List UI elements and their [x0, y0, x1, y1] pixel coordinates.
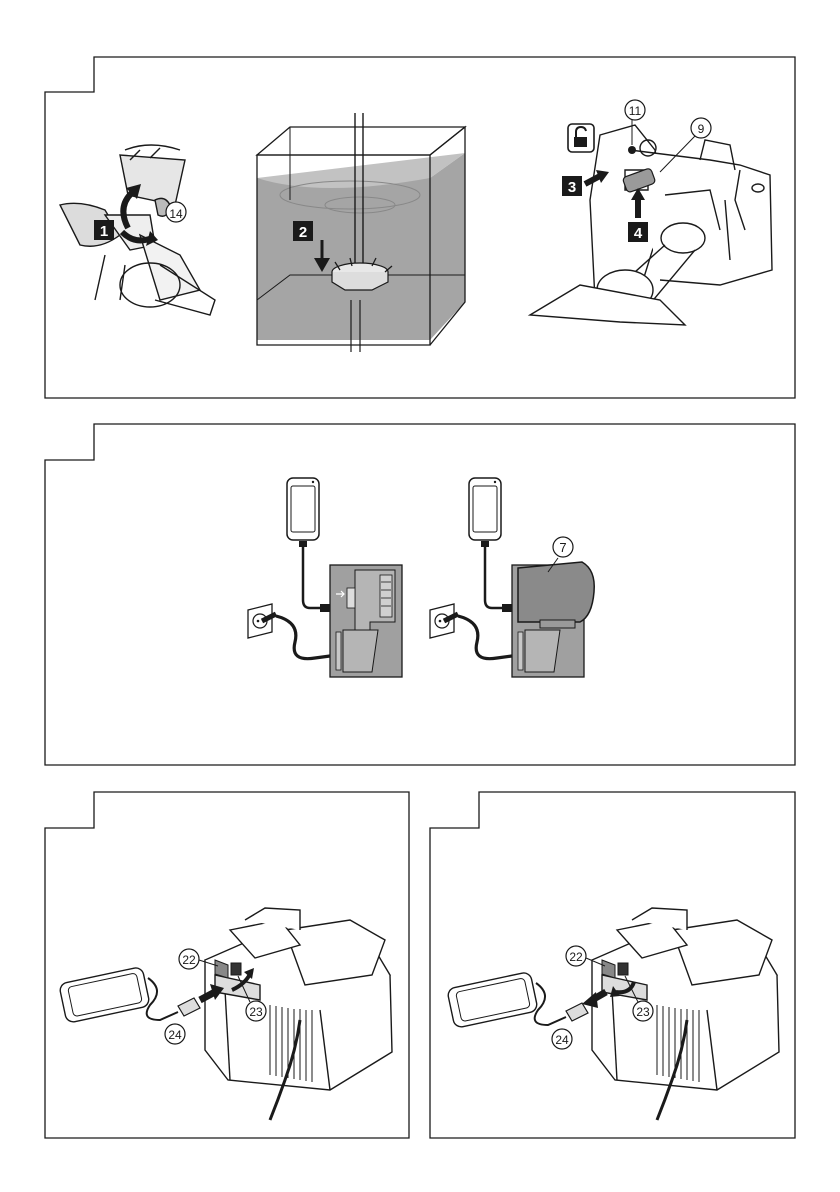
- panel-3-drawing: 22 23 24: [0, 780, 420, 1150]
- panel-2-drawing: 7: [0, 410, 840, 780]
- usb-plug-24: [178, 998, 200, 1016]
- battery-pack: [518, 562, 594, 622]
- panel-1-drawing: 1 14 2: [0, 0, 840, 410]
- figure-panel-3: 22 23 24: [0, 780, 420, 1150]
- callout-11-label: 11: [629, 104, 642, 118]
- usb-plug-24-b: [566, 1003, 588, 1021]
- smartphone-icon: [287, 478, 319, 540]
- phone-right: [469, 478, 501, 547]
- step-4-label: 4: [634, 225, 643, 242]
- panel-2-frame: [45, 424, 795, 765]
- callout-7-label: 7: [559, 540, 566, 555]
- power-cable-right: [458, 616, 512, 659]
- callout-23-label-b: 23: [636, 1005, 650, 1019]
- wall-socket-left: [248, 604, 276, 638]
- step-2-label: 2: [299, 224, 307, 241]
- mixing-bucket-illustration: [257, 113, 465, 352]
- smartphone-icon-2: [469, 478, 501, 540]
- phone-left: [287, 478, 319, 547]
- panel-4-drawing: 22 23 24: [420, 780, 840, 1150]
- figure-panel-2: 7: [0, 410, 840, 780]
- callout-14-label: 14: [169, 207, 183, 221]
- figure-panel-4: 22 23 24: [420, 780, 840, 1150]
- callout-22-label-b: 22: [569, 950, 583, 964]
- power-cable-left: [276, 616, 330, 659]
- guard-handle-illustration: [60, 145, 215, 315]
- callout-9-label: 9: [698, 122, 705, 136]
- usb-cable-left: [303, 547, 322, 608]
- charger-left: [320, 565, 402, 677]
- usb-port-23-b: [618, 963, 628, 975]
- auxiliary-handle-lock-illustration: [530, 125, 772, 325]
- callout-22-label: 22: [182, 953, 196, 967]
- figure-panel-1: 1 14 2: [0, 0, 840, 410]
- callout-24-label: 24: [168, 1028, 182, 1042]
- usb-port-23: [231, 963, 241, 975]
- charger-right: [502, 562, 594, 677]
- usb-cable-3: [147, 978, 178, 1020]
- usb-cable-right: [485, 547, 504, 608]
- callout-24-label-b: 24: [555, 1033, 569, 1047]
- charger-3d-2: [592, 908, 779, 1090]
- wall-socket-icon: [248, 604, 272, 638]
- step-3-label: 3: [568, 179, 576, 196]
- wall-socket-icon-2: [430, 604, 454, 638]
- charger-3d: [205, 908, 392, 1090]
- callout-23-label: 23: [249, 1005, 263, 1019]
- wall-socket-right: [430, 604, 458, 638]
- step-1-label: 1: [100, 223, 108, 240]
- usb-cable-4: [535, 983, 566, 1025]
